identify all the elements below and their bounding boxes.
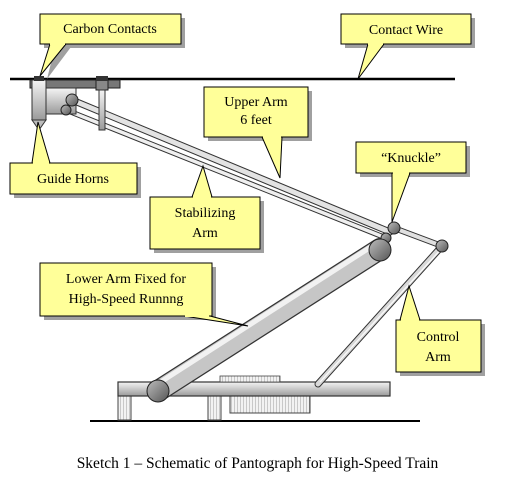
callout-control-arm: Control Arm	[395, 284, 485, 376]
svg-text:Arm: Arm	[425, 350, 451, 365]
lower-arm-top-joint	[368, 238, 392, 262]
callout-stabilizing-arm: Stabilizing Arm	[149, 164, 264, 253]
figure-caption: Sketch 1 – Schematic of Pantograph for H…	[76, 455, 439, 472]
callout-knuckle: “Knuckle”	[355, 141, 470, 223]
carbon-contact-left	[34, 76, 44, 81]
lower-arm	[147, 238, 391, 402]
control-arm-top-joint	[435, 239, 449, 253]
svg-text:Stabilizing: Stabilizing	[175, 206, 236, 221]
svg-text:Lower Arm Fixed for: Lower Arm Fixed for	[66, 272, 186, 287]
pan-head-pivot-upper	[65, 93, 79, 107]
svg-text:Carbon Contacts: Carbon Contacts	[63, 22, 157, 37]
callout-carbon-contacts: Carbon Contacts	[39, 13, 185, 79]
stabilizing-arm	[63, 107, 389, 241]
lower-arm-base-joint	[146, 379, 170, 403]
base-top-strip	[219, 375, 281, 383]
upper-arm	[68, 96, 394, 236]
svg-text:“Knuckle”: “Knuckle”	[381, 151, 441, 166]
base-feet	[117, 395, 222, 421]
carbon-contact-right	[96, 76, 108, 81]
svg-text:Guide Horns: Guide Horns	[37, 172, 109, 187]
callout-contact-wire: Contact Wire	[340, 13, 475, 80]
svg-text:6 feet: 6 feet	[240, 113, 272, 128]
control-arm	[314, 242, 446, 388]
callout-lower-arm: Lower Arm Fixed for High-Speed Runnng	[39, 262, 249, 327]
svg-text:Arm: Arm	[192, 226, 218, 241]
svg-text:Upper Arm: Upper Arm	[224, 95, 287, 110]
knuckle-link	[391, 225, 445, 249]
left-guide-horn	[31, 79, 47, 131]
svg-text:Contact Wire: Contact Wire	[369, 23, 443, 38]
callout-upper-arm: Upper Arm 6 feet	[203, 86, 312, 179]
svg-text:High-Speed Runnng: High-Speed Runnng	[69, 292, 184, 307]
svg-text:Control: Control	[417, 330, 460, 345]
callout-guide-horns: Guide Horns	[9, 121, 141, 198]
pan-head-pivot-lower	[60, 104, 72, 116]
knuckle-joint	[387, 221, 401, 235]
